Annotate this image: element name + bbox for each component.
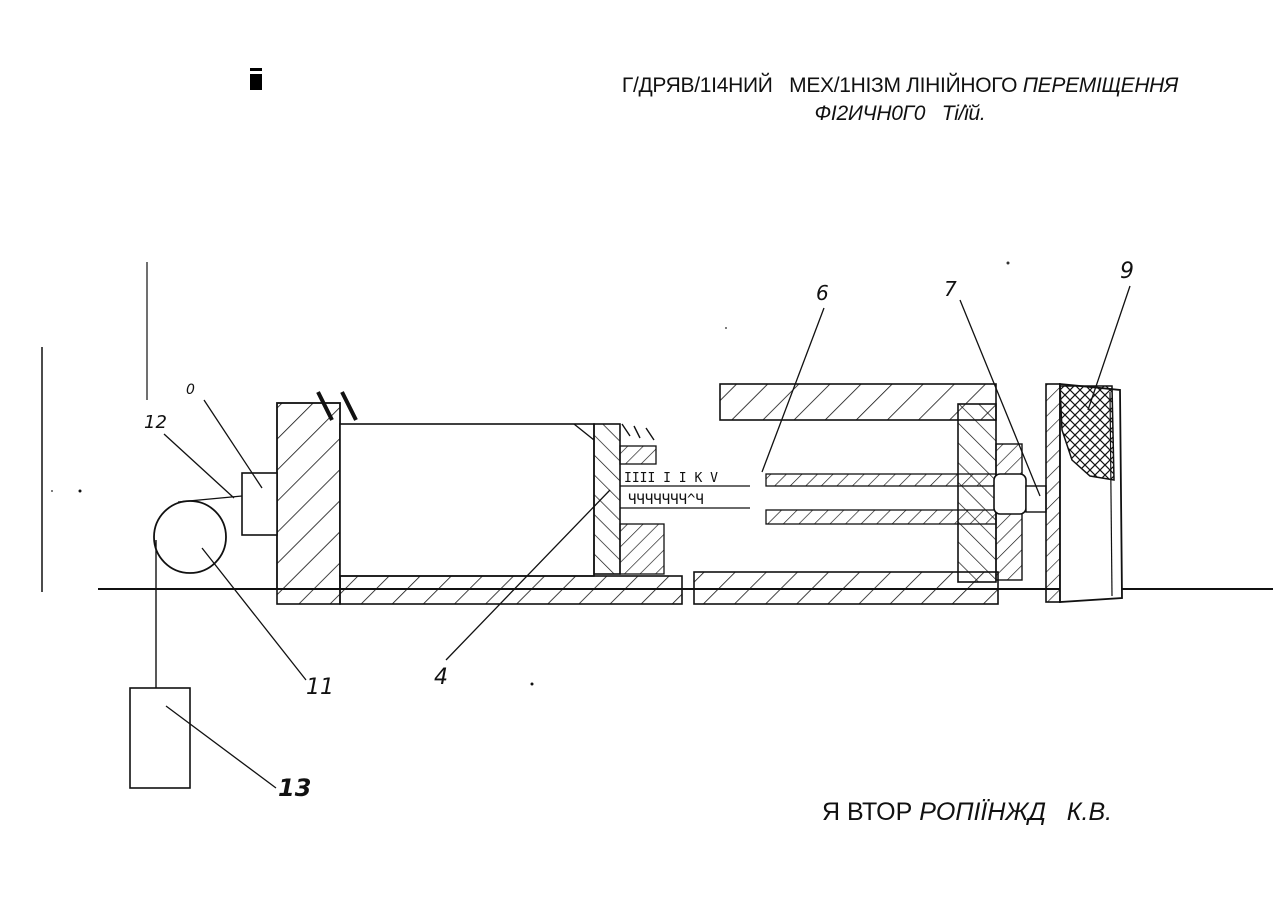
leader-12 [164,434,234,498]
label-0: 0 [186,382,195,398]
label-7: 7 [944,277,957,301]
inner-chamber [340,424,594,576]
author-prefix: Я ВТОР [822,798,912,826]
top-wall-right [720,384,996,420]
bottom-wall-left [340,576,682,604]
label-12: 12 [144,412,167,433]
label-11: 11 [306,675,334,700]
bottom-wall-right [694,572,998,604]
weight-block [130,688,190,788]
target-plate [1046,384,1122,602]
scale-text-bottom: ЧЧЧЧЧЧЧ^Ч [628,492,704,508]
label-13: 13 [278,774,311,802]
pulley [154,501,226,573]
mount-block [242,473,277,535]
label-4: 4 [434,665,448,690]
scale-text-top: IIII I I K V [624,471,718,486]
cylinder-end-block [958,404,996,582]
author-line: Я ВТОР РОПІЇНЖД К.В. [822,798,1112,827]
label-9: 9 [1120,259,1134,284]
leader-0 [204,400,262,488]
label-6: 6 [816,281,829,305]
author-name: РОПІЇНЖД К.В. [919,798,1112,826]
